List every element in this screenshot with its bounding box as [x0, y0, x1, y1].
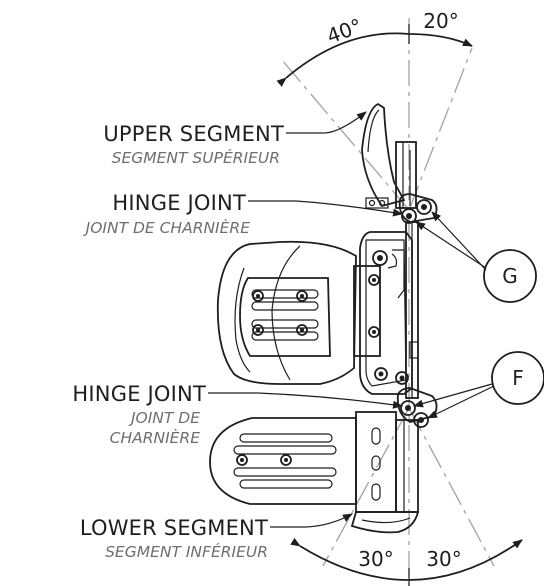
- leader-f-1: [413, 383, 493, 408]
- arc-30-left: [290, 537, 410, 581]
- leader-lines: [208, 111, 495, 528]
- leader-hinge-joint-lower: [208, 392, 403, 409]
- angle-label-upper-left: 40°: [324, 14, 366, 49]
- angle-label-lower-right: 30°: [426, 547, 461, 571]
- arc-30-right: [408, 539, 523, 581]
- main-bracket: [353, 221, 419, 399]
- label-hinge-joint-upper-fr: JOINT DE CHARNIÈRE: [83, 218, 251, 237]
- upper-segment-part: [361, 102, 417, 209]
- lower-pad: [209, 417, 357, 505]
- arc-20-right: [408, 33, 473, 47]
- lower-swing-line-right: [408, 407, 495, 567]
- angle-label-lower-left: 30°: [358, 547, 393, 571]
- label-hinge-joint-lower-fr-1: JOINT DE: [128, 409, 200, 427]
- upper-swing-line-right: [408, 47, 473, 211]
- label-lower-segment-en: LOWER SEGMENT: [80, 516, 268, 540]
- label-lower-segment-fr: SEGMENT INFÉRIEUR: [105, 542, 268, 561]
- angle-arcs: [276, 24, 523, 586]
- leader-f-2: [427, 385, 495, 419]
- callout-f-letter: F: [512, 366, 524, 390]
- upper-pad: [216, 240, 357, 385]
- label-upper-segment-en: UPPER SEGMENT: [103, 122, 284, 146]
- leader-g-2: [431, 211, 487, 271]
- angle-label-upper-right: 20°: [423, 9, 458, 33]
- lower-segment-part: [350, 411, 420, 534]
- callout-f-circle: [491, 351, 544, 405]
- leader-lower-segment: [270, 513, 353, 528]
- lower-swing-line-left: [322, 407, 410, 567]
- label-hinge-joint-lower-fr-2: CHARNIÈRE: [110, 428, 201, 447]
- callout-g-circle: [483, 249, 537, 303]
- leader-upper-segment: [286, 111, 367, 134]
- upper-swing-line-left: [281, 59, 410, 211]
- label-upper-segment-fr: SEGMENT SUPÉRIEUR: [112, 148, 280, 167]
- label-hinge-joint-lower-en: HINGE JOINT: [72, 382, 206, 406]
- label-hinge-joint-upper-en: HINGE JOINT: [112, 191, 246, 215]
- leader-g-1: [415, 221, 487, 269]
- callout-g: G: [483, 249, 537, 303]
- leader-hinge-joint-upper: [248, 200, 403, 217]
- arc-40-left: [276, 32, 410, 87]
- upper-rail: [395, 141, 417, 209]
- callout-f: F: [491, 351, 544, 405]
- callout-g-letter: G: [502, 264, 518, 288]
- hinge-assembly-drawing: [209, 102, 438, 534]
